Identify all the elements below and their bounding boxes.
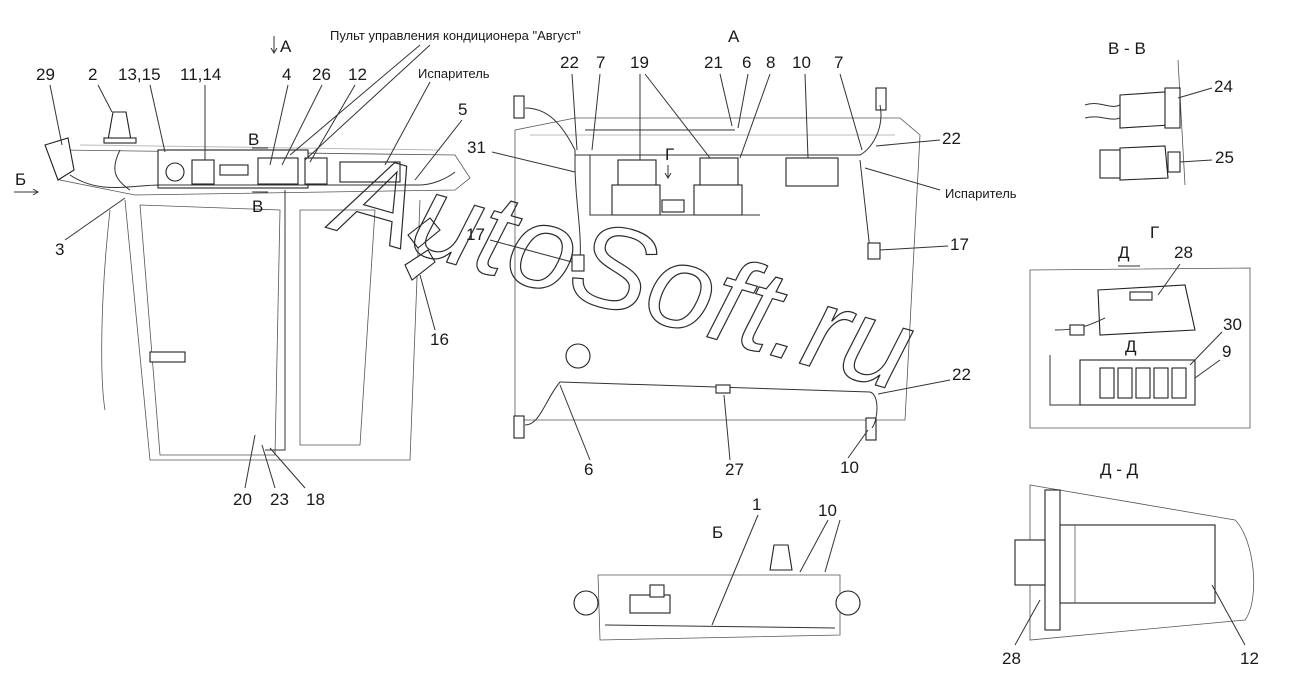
section-vv: В - В 24 25 (1084, 39, 1234, 186)
callout: 18 (306, 490, 325, 509)
callout: 21 (704, 53, 723, 72)
callout: 1 (752, 495, 761, 514)
evaporator-label: Испаритель (418, 66, 490, 81)
callout: 10 (818, 501, 837, 520)
view-g-title: Г (1150, 223, 1159, 242)
evaporator-label-a: Испаритель (945, 186, 1017, 201)
callout: 11,14 (180, 65, 221, 84)
callout: 19 (630, 53, 649, 72)
callout: 8 (766, 53, 775, 72)
callout: 2 (88, 65, 97, 84)
callout: 20 (233, 490, 252, 509)
section-dd-title: Д - Д (1100, 460, 1139, 479)
section-mark-a: А (280, 37, 292, 56)
callout: 17 (950, 235, 969, 254)
callout: 12 (348, 65, 367, 84)
section-mark-d-bottom: Д (1125, 337, 1137, 356)
section-mark-g: Г (665, 145, 674, 164)
callout: 7 (834, 53, 843, 72)
section-dd: Д - Д 28 12 (1002, 460, 1259, 668)
view-b: Б 1 10 (573, 495, 861, 641)
callout: 29 (36, 65, 55, 84)
callout: 10 (840, 458, 859, 477)
view-a-title: А (728, 27, 740, 46)
callout: 31 (467, 138, 486, 157)
callout: 30 (1223, 315, 1242, 334)
callout: 6 (584, 460, 593, 479)
callout: 3 (55, 240, 64, 259)
section-vv-title: В - В (1108, 39, 1146, 58)
callout: 16 (430, 330, 449, 349)
callout: 12 (1240, 649, 1259, 668)
section-mark-v-bottom: В (252, 197, 263, 216)
section-mark-d-top: Д (1118, 243, 1130, 262)
view-a-callouts: 22 7 19 21 6 8 10 7 22 31 17 17 22 6 27 … (466, 53, 1017, 479)
main-cab-callouts: 29 2 13,15 11,14 4 26 12 5 3 16 20 23 18… (14, 28, 581, 509)
callout: 10 (792, 53, 811, 72)
callout: 23 (270, 490, 289, 509)
console-title: Пульт управления кондиционера "Август" (330, 28, 581, 43)
view-b-title: Б (712, 523, 723, 542)
callout: 17 (466, 225, 485, 244)
callout: 22 (560, 53, 579, 72)
view-a: А Г (513, 27, 921, 441)
callout: 7 (596, 53, 605, 72)
callout: 6 (742, 53, 751, 72)
callout: 25 (1215, 148, 1234, 167)
view-g: Г Д Д 28 30 9 (1029, 223, 1251, 429)
section-mark-v-top: В (248, 130, 259, 149)
callout: 22 (942, 129, 961, 148)
callout: 27 (725, 460, 744, 479)
callout: 9 (1222, 342, 1231, 361)
callout: 28 (1002, 649, 1021, 668)
callout: 5 (458, 100, 467, 119)
callout: 22 (952, 365, 971, 384)
callout: 28 (1174, 243, 1193, 262)
callout: 24 (1214, 77, 1233, 96)
callout: 26 (312, 65, 331, 84)
callout: 13,15 (118, 65, 161, 84)
section-mark-b: Б (15, 170, 26, 189)
callout: 4 (282, 65, 291, 84)
